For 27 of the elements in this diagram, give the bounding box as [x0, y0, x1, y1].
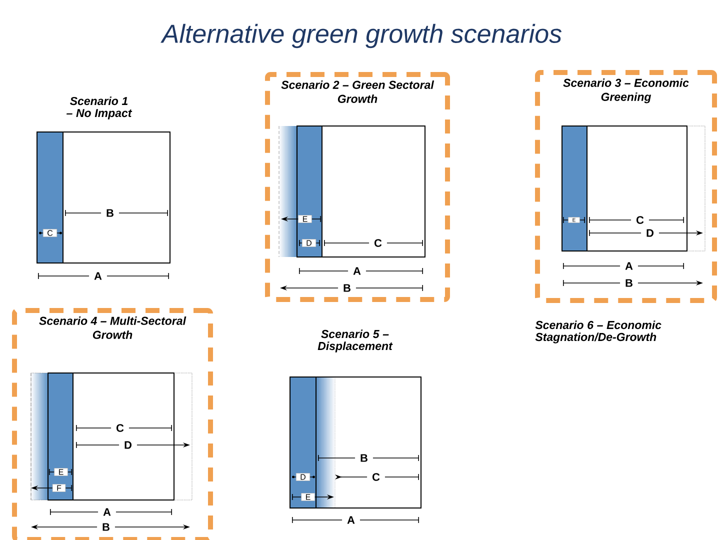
- dimension-label: C: [42, 228, 58, 238]
- dimension-label: C: [369, 238, 387, 248]
- dimension-label: B: [338, 283, 356, 293]
- dimension-label: A: [348, 266, 366, 276]
- dimension-label: B: [101, 208, 119, 218]
- page-title: Alternative green growth scenarios: [160, 24, 562, 48]
- scenario-title: Scenario 1 – No Impact: [66, 96, 132, 120]
- dimension-label: D: [302, 239, 316, 247]
- dimension-label: A: [342, 515, 360, 525]
- dimension-label: D: [119, 440, 137, 450]
- dimension-label: E: [298, 215, 312, 223]
- dimension-label: E: [301, 493, 315, 501]
- scenario-title: Scenario 6 – Economic Stagnation/De-Growth: [535, 320, 662, 344]
- dimension-label: D: [296, 473, 310, 481]
- dimension-label: A: [89, 271, 107, 281]
- scenario-title: Scenario 5 – Displacement: [318, 330, 393, 352]
- dimension-label: C: [367, 472, 385, 482]
- dimension-label: D: [641, 228, 659, 238]
- dimension-label: E: [54, 468, 68, 476]
- dimension-label: B: [355, 453, 373, 463]
- dimension-label: C: [631, 215, 649, 225]
- dimension-label: C: [111, 423, 129, 433]
- dimension-label: B: [97, 522, 115, 532]
- dimension-label: F: [52, 484, 66, 492]
- dimension-label: B: [620, 278, 638, 288]
- dimension-label: A: [98, 507, 116, 517]
- dimension-label: A: [620, 261, 638, 271]
